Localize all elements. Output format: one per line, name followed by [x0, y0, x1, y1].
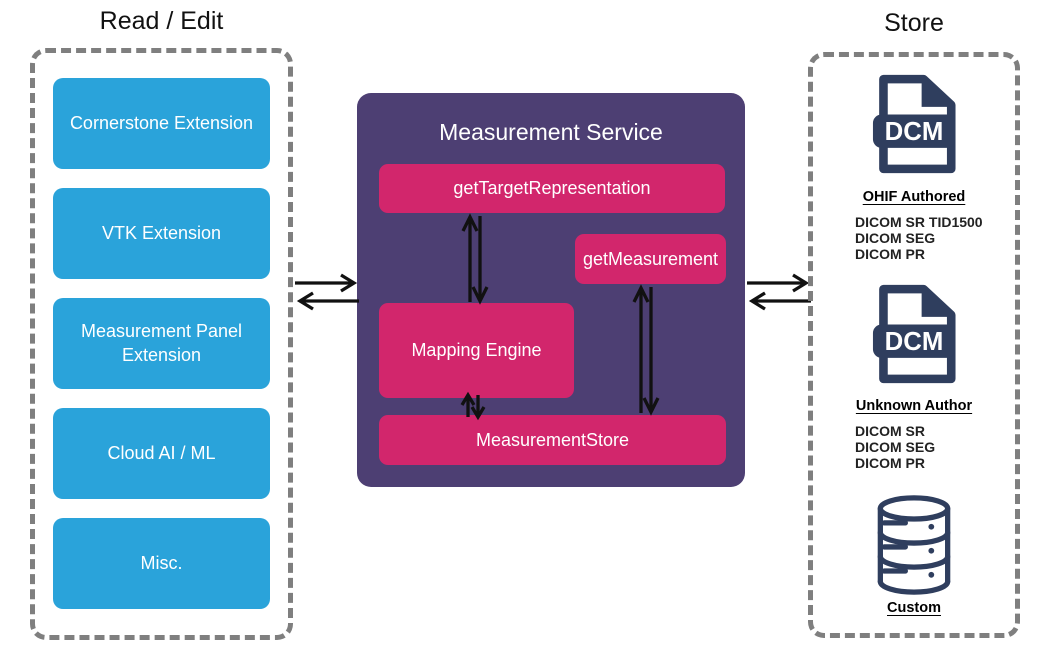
format-line: DICOM SEG: [855, 230, 936, 246]
node-mapping-engine: Mapping Engine: [379, 303, 574, 398]
format-line: DICOM SR: [855, 423, 925, 439]
dcm-icon-label: DCM: [885, 118, 944, 146]
node-measurement-panel-extension: Measurement Panel Extension: [53, 298, 270, 389]
arrow-get-measurement-store-icon: [632, 284, 660, 416]
format-line: DICOM PR: [855, 246, 925, 262]
arrow-gtr-mapping-engine-icon: [461, 213, 489, 305]
node-vtk-extension: VTK Extension: [53, 188, 270, 279]
node-label: Cornerstone Extension: [69, 112, 254, 133]
read-edit-panel: Cornerstone Extension VTK Extension Meas…: [30, 48, 293, 640]
dcm-file-icon: DCM: [813, 73, 1015, 175]
store-item-title: Unknown Author: [855, 398, 973, 414]
store-item-title: OHIF Authored: [862, 189, 966, 205]
store-title: Store: [884, 9, 944, 37]
node-get-target-representation: getTargetRepresentation: [379, 164, 725, 213]
node-get-measurement: getMeasurement: [575, 234, 726, 284]
measurement-service-box: Measurement Service getTargetRepresentat…: [357, 93, 745, 487]
node-label: Cloud AI / ML: [107, 442, 216, 463]
store-item-title: Custom: [887, 600, 941, 616]
dcm-icon-label: DCM: [885, 328, 944, 356]
arrow-left-to-service-icon: [295, 273, 359, 311]
arrow-mapping-engine-store-icon: [460, 391, 486, 421]
database-icon: [813, 495, 1015, 595]
node-misc: Misc.: [53, 518, 270, 609]
node-label: Measurement Panel Extension: [80, 321, 243, 365]
store-item-formats: DICOM SR TID1500 DICOM SEG DICOM PR: [855, 214, 1011, 262]
store-item-formats: DICOM SR DICOM SEG DICOM PR: [855, 423, 1011, 471]
measurement-service-title: Measurement Service: [439, 119, 663, 145]
dcm-file-icon: DCM: [813, 283, 1015, 385]
format-line: DICOM PR: [855, 455, 925, 471]
format-line: DICOM SR TID1500: [855, 214, 983, 230]
node-label: Misc.: [140, 552, 183, 573]
read-edit-title: Read / Edit: [99, 7, 224, 35]
node-cornerstone-extension: Cornerstone Extension: [53, 78, 270, 169]
arrow-service-to-store-icon: [747, 273, 811, 311]
node-label: VTK Extension: [101, 222, 222, 243]
format-line: DICOM SEG: [855, 439, 936, 455]
node-cloud-ai-ml: Cloud AI / ML: [53, 408, 270, 499]
node-measurement-store: MeasurementStore: [379, 415, 726, 465]
store-panel: DCM OHIF Authored DICOM SR TID1500 DICOM…: [808, 52, 1020, 638]
